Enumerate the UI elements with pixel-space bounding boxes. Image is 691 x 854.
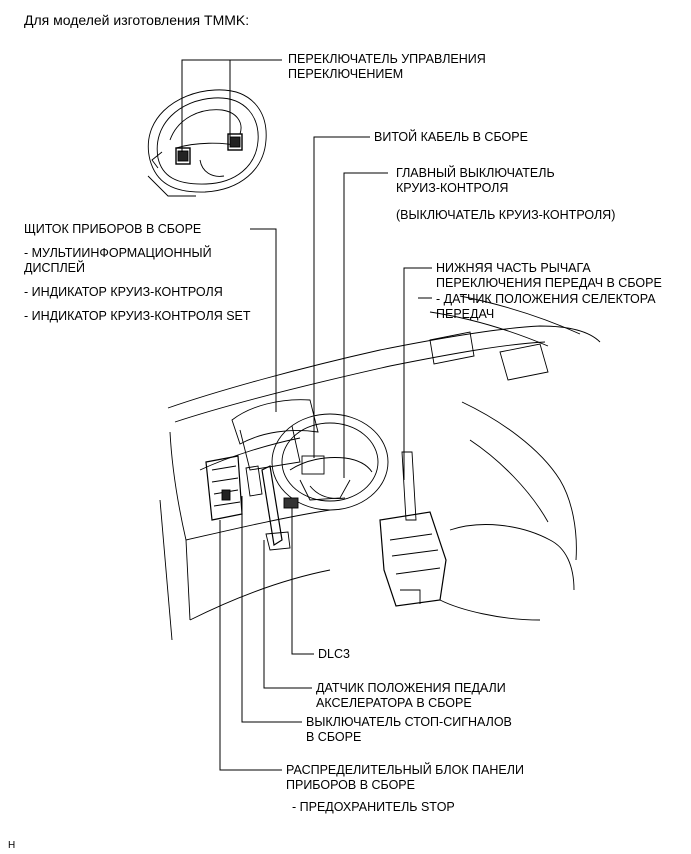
leader-steering-switch	[229, 59, 282, 140]
label-shift-sensor-line-1: - ДАТЧИК ПОЛОЖЕНИЯ СЕЛЕКТОРА	[436, 292, 656, 306]
label-stop-switch: ВЫКЛЮЧАТЕЛЬ СТОП-СИГНАЛОВ В СБОРЕ	[306, 715, 512, 745]
label-accel-sensor-line-2: АКСЕЛЕРАТОРА В СБОРЕ	[316, 696, 472, 710]
leader-accel	[263, 540, 312, 689]
label-junction-block-line-1: РАСПРЕДЕЛИТЕЛЬНЫЙ БЛОК ПАНЕЛИ	[286, 763, 524, 777]
leader-stop-switch	[241, 496, 302, 723]
label-stop-switch-line-1: ВЫКЛЮЧАТЕЛЬ СТОП-СИГНАЛОВ	[306, 715, 512, 729]
label-shift-sensor: - ДАТЧИК ПОЛОЖЕНИЯ СЕЛЕКТОРА ПЕРЕДАЧ	[436, 292, 656, 322]
steering-wheel-inset	[147, 89, 267, 197]
label-meter-item-1: - МУЛЬТИИНФОРМАЦИОННЫЙ ДИСПЛЕЙ	[24, 246, 212, 276]
label-accel-sensor: ДАТЧИК ПОЛОЖЕНИЯ ПЕДАЛИ АКСЕЛЕРАТОРА В С…	[316, 681, 506, 711]
label-shift-lever: НИЖНЯЯ ЧАСТЬ РЫЧАГА ПЕРЕКЛЮЧЕНИЯ ПЕРЕДАЧ…	[436, 261, 662, 291]
label-meter-item-1-line-1: - МУЛЬТИИНФОРМАЦИОННЫЙ	[24, 246, 212, 260]
label-cruise-main-switch-line-2: КРУИЗ-КОНТРОЛЯ	[396, 181, 509, 195]
label-cruise-main-switch: ГЛАВНЫЙ ВЫКЛЮЧАТЕЛЬ КРУИЗ-КОНТРОЛЯ	[396, 166, 555, 196]
label-combination-meter: ЩИТОК ПРИБОРОВ В СБОРЕ	[24, 222, 202, 236]
label-junction-block-line-2: ПРИБОРОВ В СБОРЕ	[286, 778, 415, 792]
label-stop-switch-line-2: В СБОРЕ	[306, 730, 362, 744]
label-meter-item-2: - ИНДИКАТОР КРУИЗ-КОНТРОЛЯ	[24, 285, 223, 299]
label-steering-switch-line-1: ПЕРЕКЛЮЧАТЕЛЬ УПРАВЛЕНИЯ	[288, 52, 486, 66]
label-steering-switch: ПЕРЕКЛЮЧАТЕЛЬ УПРАВЛЕНИЯ ПЕРЕКЛЮЧЕНИЕМ	[288, 52, 486, 82]
leader-shift-lever	[403, 267, 432, 480]
label-shift-sensor-line-2: ПЕРЕДАЧ	[436, 307, 495, 321]
leader-lines	[181, 59, 432, 771]
label-meter-item-3: - ИНДИКАТОР КРУИЗ-КОНТРОЛЯ SET	[24, 309, 251, 323]
leader-cruise-switch	[343, 172, 388, 478]
label-dlc3: DLC3	[318, 647, 350, 661]
label-cruise-main-switch-note: (ВЫКЛЮЧАТЕЛЬ КРУИЗ-КОНТРОЛЯ)	[396, 208, 616, 222]
page-title: Для моделей изготовления TMMK:	[24, 12, 250, 28]
dashboard-illustration	[159, 295, 601, 641]
leader-dlc3	[291, 508, 314, 655]
leader-spiral-cable	[313, 136, 370, 458]
label-shift-lever-line-2: ПЕРЕКЛЮЧЕНИЯ ПЕРЕДАЧ В СБОРЕ	[436, 276, 662, 290]
leader-junction-block	[219, 520, 282, 771]
label-cruise-main-switch-line-1: ГЛАВНЫЙ ВЫКЛЮЧАТЕЛЬ	[396, 166, 555, 180]
label-spiral-cable: ВИТОЙ КАБЕЛЬ В СБОРЕ	[374, 130, 528, 144]
label-shift-lever-line-1: НИЖНЯЯ ЧАСТЬ РЫЧАГА	[436, 261, 591, 275]
label-junction-block-item: - ПРЕДОХРАНИТЕЛЬ STOP	[292, 800, 455, 814]
label-junction-block: РАСПРЕДЕЛИТЕЛЬНЫЙ БЛОК ПАНЕЛИ ПРИБОРОВ В…	[286, 763, 524, 793]
label-steering-switch-line-2: ПЕРЕКЛЮЧЕНИЕМ	[288, 67, 404, 81]
leader-combination-meter	[250, 228, 277, 412]
label-accel-sensor-line-1: ДАТЧИК ПОЛОЖЕНИЯ ПЕДАЛИ	[316, 681, 506, 695]
label-meter-item-1-line-2: ДИСПЛЕЙ	[24, 261, 85, 275]
leader-steering-switch-2	[181, 59, 230, 152]
figure-code: H	[8, 840, 16, 851]
